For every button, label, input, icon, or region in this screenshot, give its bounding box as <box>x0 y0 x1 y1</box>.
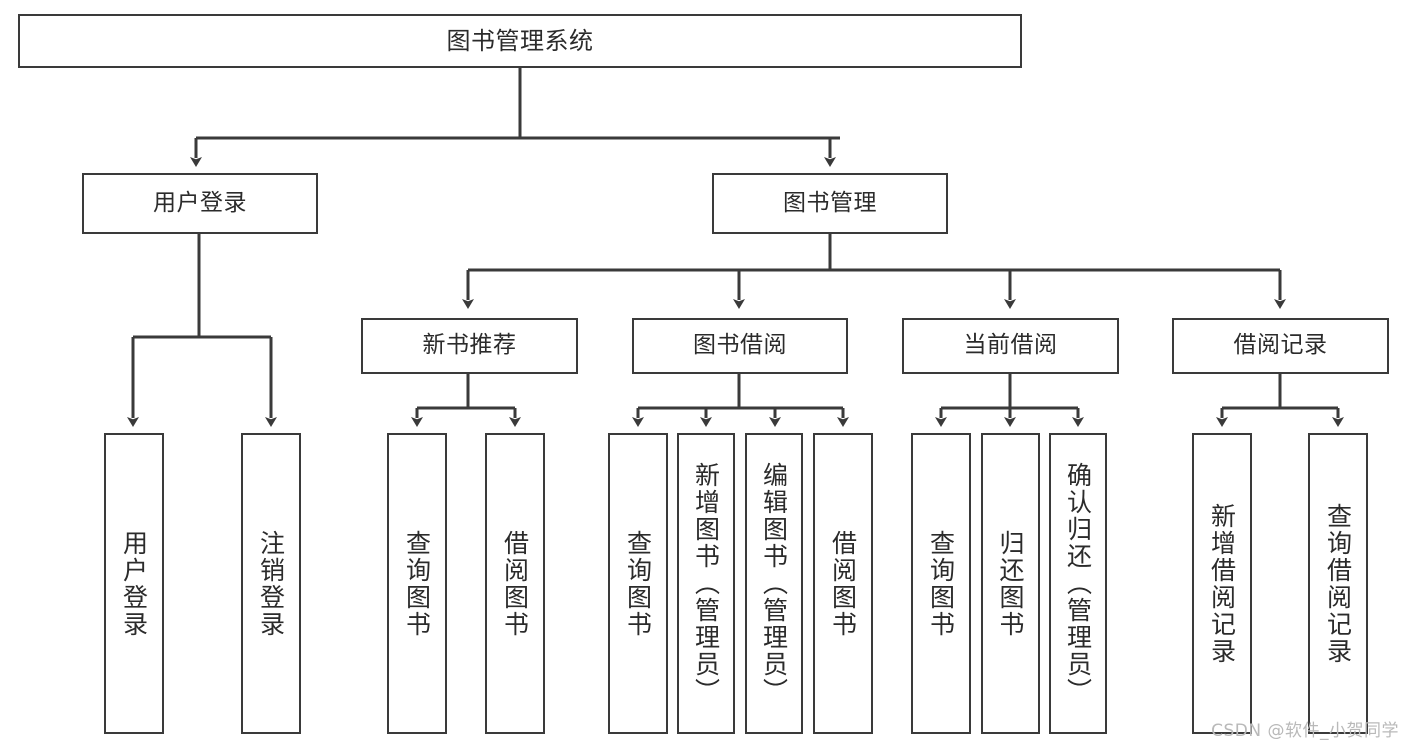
leaf-borrow-add-book-label: 新增图书（管理员） <box>691 462 721 705</box>
leaf-record-query[interactable]: 查询借阅记录 <box>1308 433 1368 734</box>
node-root[interactable]: 图书管理系统 <box>18 14 1022 68</box>
node-book-borrow[interactable]: 图书借阅 <box>632 318 848 374</box>
leaf-borrow-query-book-label: 查询图书 <box>623 529 653 638</box>
leaf-borrow-borrow-book-label: 借阅图书 <box>828 529 858 638</box>
node-user-login[interactable]: 用户登录 <box>82 173 318 234</box>
leaf-current-return-book[interactable]: 归还图书 <box>981 433 1040 734</box>
leaf-current-confirm-return-label: 确认归还（管理员） <box>1063 462 1093 705</box>
leaf-record-query-label: 查询借阅记录 <box>1323 502 1353 665</box>
leaf-newbook-query-book-label: 查询图书 <box>402 529 432 638</box>
leaf-record-add-label: 新增借阅记录 <box>1207 502 1237 665</box>
leaf-user-login[interactable]: 用户登录 <box>104 433 164 734</box>
leaf-record-add[interactable]: 新增借阅记录 <box>1192 433 1252 734</box>
node-user-login-label: 用户登录 <box>153 189 247 216</box>
leaf-current-confirm-return[interactable]: 确认归还（管理员） <box>1049 433 1107 734</box>
leaf-current-query-book[interactable]: 查询图书 <box>911 433 971 734</box>
leaf-logout[interactable]: 注销登录 <box>241 433 301 734</box>
node-book-manage-label: 图书管理 <box>783 189 877 216</box>
leaf-logout-label: 注销登录 <box>256 529 286 638</box>
leaf-borrow-edit-book-label: 编辑图书（管理员） <box>759 462 789 705</box>
leaf-newbook-borrow-book[interactable]: 借阅图书 <box>485 433 545 734</box>
leaf-borrow-add-book[interactable]: 新增图书（管理员） <box>677 433 735 734</box>
node-root-label: 图书管理系统 <box>446 26 594 55</box>
node-new-book-recommend-label: 新书推荐 <box>422 332 517 359</box>
leaf-newbook-borrow-book-label: 借阅图书 <box>500 529 530 638</box>
node-current-borrow[interactable]: 当前借阅 <box>902 318 1119 374</box>
node-borrow-record-label: 借阅记录 <box>1233 332 1328 359</box>
node-book-manage[interactable]: 图书管理 <box>712 173 948 234</box>
leaf-borrow-query-book[interactable]: 查询图书 <box>608 433 668 734</box>
node-new-book-recommend[interactable]: 新书推荐 <box>361 318 578 374</box>
node-current-borrow-label: 当前借阅 <box>963 332 1058 359</box>
leaf-newbook-query-book[interactable]: 查询图书 <box>387 433 447 734</box>
leaf-borrow-borrow-book[interactable]: 借阅图书 <box>813 433 873 734</box>
node-borrow-record[interactable]: 借阅记录 <box>1172 318 1389 374</box>
leaf-borrow-edit-book[interactable]: 编辑图书（管理员） <box>745 433 803 734</box>
leaf-user-login-label: 用户登录 <box>119 529 149 638</box>
leaf-current-query-book-label: 查询图书 <box>926 529 956 638</box>
csdn-watermark: CSDN @软件_小贺同学 <box>1211 721 1399 741</box>
leaf-current-return-book-label: 归还图书 <box>996 529 1025 638</box>
node-book-borrow-label: 图书借阅 <box>693 332 787 359</box>
